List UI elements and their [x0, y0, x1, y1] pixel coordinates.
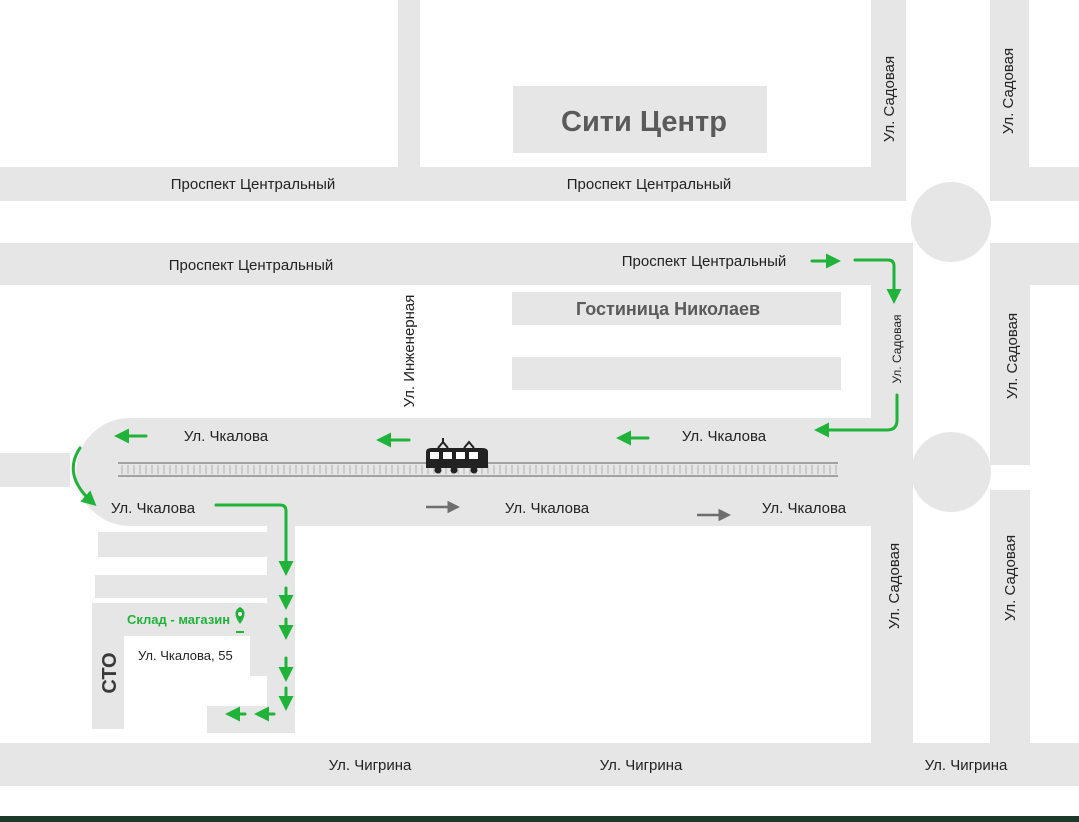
street-label-chkalova: Ул. Чкалова: [184, 428, 269, 445]
building-hotel-annex: [512, 357, 841, 390]
buildings: [92, 86, 841, 729]
street-label-chigrina: Ул. Чигрина: [600, 757, 683, 774]
roundabout-north: [911, 182, 991, 262]
street-label-chkalova: Ул. Чкалова: [682, 428, 767, 445]
label-city-center: Сити Центр: [561, 106, 727, 138]
route-segment-spur-start: [214, 503, 294, 576]
tram-icon: [426, 438, 488, 474]
label-hotel: Гостиница Николаев: [576, 299, 760, 319]
street-label-sadovaya: Ул. Садовая: [881, 56, 898, 142]
street-label-chigrina: Ул. Чигрина: [329, 757, 412, 774]
store-label-bg: [124, 636, 250, 676]
street-label-sadovaya: Ул. Садовая: [890, 314, 904, 383]
street-label-sadovaya: Ул. Садовая: [886, 543, 903, 629]
street-label-sadovaya: Ул. Садовая: [1004, 313, 1021, 399]
route: [71, 253, 902, 722]
tram-rails: [118, 462, 838, 477]
road-chigrina: [0, 743, 1079, 786]
street-label-chigrina: Ул. Чигрина: [925, 757, 1008, 774]
traffic-arrows: [426, 500, 731, 522]
road-sadovaya-west-bottom: [871, 490, 913, 755]
road-store-driveway: [207, 706, 295, 733]
road-prospekt-north: [0, 167, 906, 201]
street-label-inzhenernaya: Ул. Инженерная: [401, 295, 418, 408]
route-segment-sadovaya-to-chkalova: [814, 393, 899, 438]
building-hotel: [512, 292, 841, 325]
street-label-prospekt: Проспект Центральный: [169, 257, 334, 274]
bottom-bar: [0, 816, 1079, 822]
building-block-2: [95, 575, 270, 598]
street-label-chkalova: Ул. Чкалова: [111, 500, 196, 517]
road-chkalova-spur: [267, 500, 295, 733]
road-prospekt-south: [0, 243, 913, 285]
building-city-center: [513, 86, 767, 153]
street-label-prospekt: Проспект Центральный: [567, 176, 732, 193]
street-label-chkalova: Ул. Чкалова: [762, 500, 847, 517]
building-block-1: [98, 532, 270, 557]
route-segment-prospekt-to-sadovaya: [853, 258, 902, 304]
label-sto: СТО: [99, 652, 121, 693]
road-chkalova-west-stub: [0, 453, 70, 487]
building-sto: [92, 603, 124, 729]
street-label-chkalova: Ул. Чкалова: [505, 500, 590, 517]
rail-ties: [121, 465, 837, 474]
road-sadovaya-east-mid: [990, 243, 1030, 465]
street-label-sadovaya: Ул. Садовая: [1002, 535, 1019, 621]
route-segment-loop: [71, 446, 97, 507]
road-inzhenernaya: [398, 0, 420, 167]
location-pin-icon: [235, 607, 245, 633]
road-sadovaya-east-bottom: [990, 490, 1030, 755]
store-address: Ул. Чкалова, 55: [138, 648, 233, 663]
street-label-prospekt: Проспект Центральный: [622, 253, 787, 270]
street-label-sadovaya: Ул. Садовая: [1000, 48, 1017, 134]
roundabout-south: [911, 432, 991, 512]
roads: [0, 0, 1079, 786]
street-label-prospekt: Проспект Центральный: [171, 176, 336, 193]
road-sadovaya-west-top: [871, 0, 906, 201]
store-name: Склад - магазин: [127, 612, 230, 627]
road-sadovaya-east-top: [990, 0, 1029, 201]
